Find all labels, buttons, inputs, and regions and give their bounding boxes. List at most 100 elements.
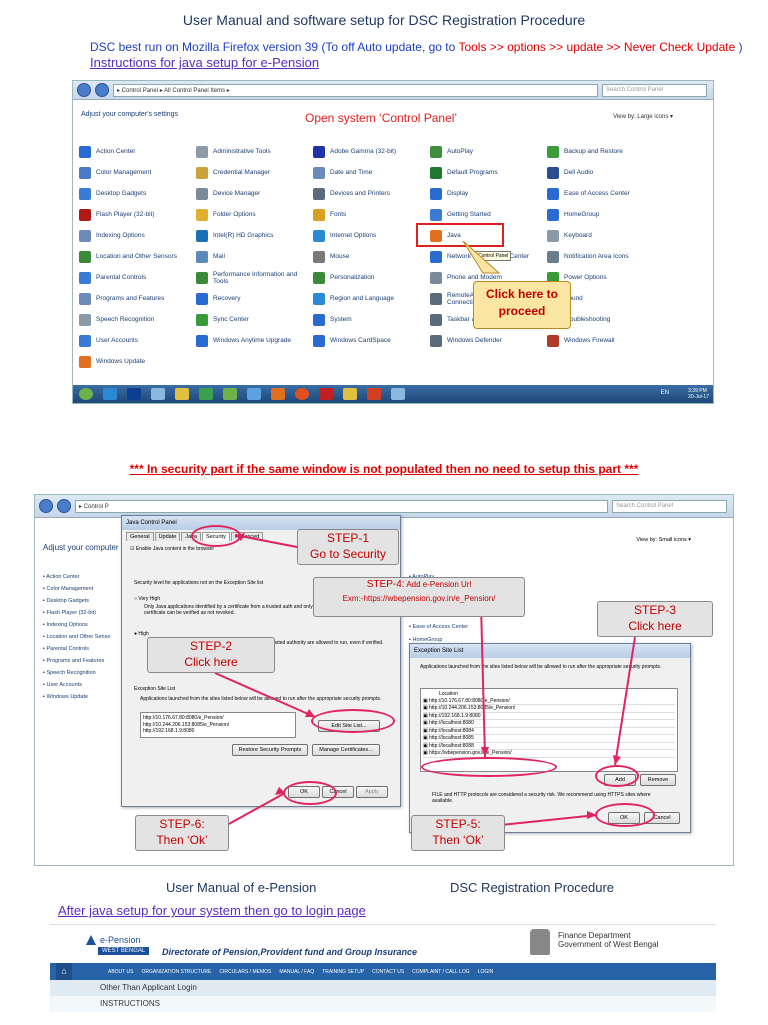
cp2-item-user-accounts[interactable]: ▪ User Accounts (43, 682, 82, 688)
cp-item-windows-cardspace[interactable]: Windows CardSpace (313, 330, 430, 351)
cp-item-mouse[interactable]: Mouse (313, 246, 430, 267)
nav-contact-us[interactable]: CONTACT US (372, 968, 405, 975)
exception-site-entry[interactable]: ▣ http://10.176.67.80:8080/e_Pension/ (423, 698, 675, 705)
cp-item-autoplay[interactable]: AutoPlay (430, 141, 547, 162)
cp-item-power-options[interactable]: Power Options (547, 267, 664, 288)
cp-item-performance-information-and-tools[interactable]: Performance Information and Tools (196, 267, 313, 288)
cp2-item-desktop-gadgets[interactable]: ▪ Desktop Gadgets (43, 598, 89, 604)
cp2-item-location-and-other-senso[interactable]: ▪ Location and Other Senso (43, 634, 111, 640)
back-icon[interactable] (77, 83, 91, 97)
cp-item-java[interactable]: Java (430, 225, 547, 246)
cp-item-indexing-options[interactable]: Indexing Options (79, 225, 196, 246)
cp2-item-programs-and-features[interactable]: ▪ Programs and Features (43, 658, 105, 664)
forward-icon[interactable] (95, 83, 109, 97)
high-radio[interactable]: ● High (134, 631, 149, 637)
search-input[interactable]: Search Control Panel (612, 499, 727, 513)
cp-item-phone-and-modem[interactable]: Phone and Modem (430, 267, 547, 288)
cp2-item-windows-update[interactable]: ▪ Windows Update (43, 694, 89, 700)
cp-item-default-programs[interactable]: Default Programs (430, 162, 547, 183)
tab-general[interactable]: General (126, 532, 154, 541)
cp2-item-ease-of-access-center[interactable]: ▪ Ease of Access Center (409, 624, 469, 630)
cp-item-backup-and-restore[interactable]: Backup and Restore (547, 141, 664, 162)
cp-item-user-accounts[interactable]: User Accounts (79, 330, 196, 351)
cp-item-keyboard[interactable]: Keyboard (547, 225, 664, 246)
cp-item-internet-options[interactable]: Internet Options (313, 225, 430, 246)
cp-item-getting-started[interactable]: Getting Started (430, 204, 547, 225)
view-by-select[interactable]: View by: Large icons ▾ (613, 114, 673, 120)
cp-item-credential-manager[interactable]: Credential Manager (196, 162, 313, 183)
site-entry[interactable]: http://10.176.67.80:8080/e_Pension/ (143, 715, 224, 721)
filezilla-icon[interactable] (319, 388, 333, 400)
cp-item-windows-update[interactable]: Windows Update (79, 351, 196, 372)
cp-item-location-and-other-sensors[interactable]: Location and Other Sensors (79, 246, 196, 267)
cp2-item-parental-controls[interactable]: ▪ Parental Controls (43, 646, 89, 652)
app-icon[interactable] (223, 388, 237, 400)
dreamweaver-icon[interactable] (199, 388, 213, 400)
exception-site-entry[interactable]: ▣ https://wbepension.gov.in/e_Pension/ (423, 750, 675, 758)
cp2-item-color-management[interactable]: ▪ Color Management (43, 586, 94, 592)
forward-icon[interactable] (57, 499, 71, 513)
apply-button[interactable]: Apply (356, 786, 388, 798)
firefox-icon[interactable] (295, 388, 309, 400)
enable-java-checkbox[interactable]: ☑ Enable Java content in the browser (130, 546, 214, 552)
site-entry[interactable]: http://10.244.206.153:8085/e_Pension/ (143, 721, 230, 728)
cp-item-mail[interactable]: Mail (196, 246, 313, 267)
tab-update[interactable]: Update (154, 532, 181, 541)
restore-prompts-button[interactable]: Restore Security Prompts (232, 744, 308, 756)
nav-organization-structure[interactable]: ORGANIZATION STRUCTURE (141, 968, 212, 975)
java-icon[interactable] (271, 388, 285, 400)
back-icon[interactable] (39, 499, 53, 513)
home-icon[interactable]: ⌂ (56, 963, 72, 980)
cp-item-administrative-tools[interactable]: Administrative Tools (196, 141, 313, 162)
nav-manual-faq[interactable]: MANUAL / FAQ (279, 968, 315, 975)
cp-item-sync-center[interactable]: Sync Center (196, 309, 313, 330)
powerpoint-icon[interactable] (367, 388, 381, 400)
address-field[interactable]: ▸ Control Panel ▸ All Control Panel Item… (113, 83, 598, 97)
cp-item-personalization[interactable]: Personalization (313, 267, 430, 288)
cp-item-adobe-gamma-32-bit[interactable]: Adobe Gamma (32-bit) (313, 141, 430, 162)
cp-item-windows-anytime-upgrade[interactable]: Windows Anytime Upgrade (196, 330, 313, 351)
cp-item-parental-controls[interactable]: Parental Controls (79, 267, 196, 288)
cp-item-windows-defender[interactable]: Windows Defender (430, 330, 547, 351)
manage-certificates-button[interactable]: Manage Certificates... (312, 744, 380, 756)
cp-item-date-and-time[interactable]: Date and Time (313, 162, 430, 183)
site-list[interactable]: http://10.176.67.80:8080/e_Pension/http:… (140, 712, 296, 738)
folder-icon[interactable] (343, 388, 357, 400)
cp-item-color-management[interactable]: Color Management (79, 162, 196, 183)
exception-site-entry[interactable]: ▣ http://localhost:8088 (423, 743, 675, 750)
app-icon[interactable] (151, 388, 165, 400)
cp-item-fonts[interactable]: Fonts (313, 204, 430, 225)
cp-item-ease-of-access-center[interactable]: Ease of Access Center (547, 183, 664, 204)
cp-item-folder-options[interactable]: Folder Options (196, 204, 313, 225)
cp-item-device-manager[interactable]: Device Manager (196, 183, 313, 204)
photoshop-icon[interactable] (127, 388, 141, 400)
cp-item-recovery[interactable]: Recovery (196, 288, 313, 309)
address-field[interactable]: ▸ Control P (75, 499, 608, 513)
view-by-select[interactable]: View by: Small icons ▾ (636, 537, 691, 543)
nav-circulars-memos[interactable]: CIRCULARS / MEMOS (219, 968, 272, 975)
nav-about-us[interactable]: ABOUT US (108, 968, 134, 975)
very-high-radio[interactable]: ○ Very High (134, 596, 161, 602)
cp-item-intel-r-hd-graphics[interactable]: Intel(R) HD Graphics (196, 225, 313, 246)
exception-site-entry[interactable]: ▣ http://localhost:8085 (423, 735, 675, 743)
start-button-icon[interactable] (79, 388, 93, 400)
folder-icon[interactable] (175, 388, 189, 400)
exception-site-entry[interactable]: ▣ http://localhost:8080 (423, 720, 675, 728)
cp-item-region-and-language[interactable]: Region and Language (313, 288, 430, 309)
site-entry[interactable]: http://192.168.1.9:8080 (143, 728, 195, 734)
cp2-item-action-center[interactable]: ▪ Action Center (43, 574, 80, 580)
cp-item-system[interactable]: System (313, 309, 430, 330)
cp-item-action-center[interactable]: Action Center (79, 141, 196, 162)
exception-site-entry[interactable]: ▣ http://localhost:8084 (423, 728, 675, 735)
search-input[interactable]: Search Control Panel (602, 83, 707, 97)
nav-training-setup[interactable]: TRAINING SETUP (322, 968, 365, 975)
cp-item-devices-and-printers[interactable]: Devices and Printers (313, 183, 430, 204)
cp2-item-homegroup[interactable]: ▪ HomeGroup (409, 636, 443, 643)
cp-item-notification-area-icons[interactable]: Notification Area Icons (547, 246, 664, 267)
cp2-item-speech-recognition[interactable]: ▪ Speech Recognition (43, 670, 96, 676)
cp-item-flash-player-32-bit[interactable]: Flash Player (32-bit) (79, 204, 196, 225)
app-icon[interactable] (247, 388, 261, 400)
exception-site-entry[interactable]: ▣ http://10.244.206.153:8085/e_Pension/ (423, 705, 675, 713)
cp-item-programs-and-features[interactable]: Programs and Features (79, 288, 196, 309)
language-indicator[interactable]: EN (660, 390, 669, 396)
